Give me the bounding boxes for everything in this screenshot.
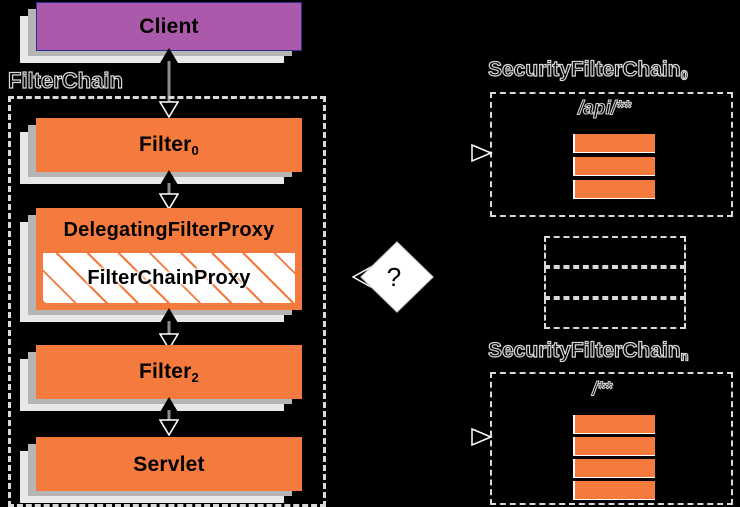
node-delegating-filter-proxy[interactable]: DelegatingFilterProxy FilterChainProxy	[20, 208, 302, 322]
node-filter-2[interactable]: Filter2	[20, 345, 302, 411]
security-chain-n-box	[490, 372, 733, 505]
chain0-bar-1[interactable]	[575, 157, 655, 175]
filter0-label: Filter0	[139, 134, 199, 157]
filter0-face: Filter0	[36, 118, 302, 172]
security-chain-n-pattern: /**	[591, 378, 613, 400]
filter-chain-proxy-label: FilterChainProxy	[87, 267, 251, 289]
servlet-face: Servlet	[36, 437, 302, 491]
client-face: Client	[36, 2, 302, 51]
security-chain-n-subscript: n	[680, 348, 689, 364]
security-chain-0-entry-arrow	[469, 140, 495, 171]
connector-stem	[167, 410, 171, 423]
arrow-up-solid-icon	[160, 48, 178, 63]
security-chain-0-pattern: /api/**	[577, 97, 631, 119]
node-servlet[interactable]: Servlet	[20, 437, 302, 503]
dfp-face: DelegatingFilterProxy FilterChainProxy	[36, 208, 302, 310]
connector-stem	[167, 61, 171, 105]
filterchain-group-title: FilterChain	[7, 67, 123, 93]
dfp-header: DelegatingFilterProxy	[37, 209, 301, 251]
filter-chain-proxy-box[interactable]: FilterChainProxy	[43, 253, 295, 303]
chainn-bar-1[interactable]	[575, 437, 655, 455]
security-chain-placeholder-row-1	[544, 267, 686, 298]
connector-client-filter0	[153, 48, 185, 119]
connector-stem	[167, 321, 171, 337]
filterchain-group-box	[8, 96, 326, 507]
security-chain-0-subscript: 0	[680, 67, 688, 83]
filter2-face: Filter2	[36, 345, 302, 399]
node-filter-0[interactable]: Filter0	[20, 118, 302, 184]
decision-diamond[interactable]: ?	[345, 238, 437, 316]
connector-proxy-filter2	[153, 308, 185, 351]
servlet-label: Servlet	[133, 452, 205, 476]
chain0-bar-2[interactable]	[575, 180, 655, 198]
arrow-up-solid-icon	[160, 170, 178, 185]
node-client[interactable]: Client	[20, 2, 302, 63]
security-chain-placeholder-row-0	[544, 236, 686, 267]
arrow-down-open-icon	[158, 419, 180, 441]
security-chain-n-entry-arrow	[469, 424, 495, 455]
connector-filter2-servlet	[153, 397, 185, 439]
dfp-label: DelegatingFilterProxy	[63, 219, 275, 241]
decision-label: ?	[386, 261, 402, 292]
chain0-bar-0[interactable]	[575, 134, 655, 152]
filter2-subscript: 2	[191, 369, 199, 385]
filter2-text: Filter	[139, 359, 192, 383]
arrow-down-open-icon	[158, 333, 180, 355]
dfp-inner: DelegatingFilterProxy FilterChainProxy	[37, 209, 301, 309]
security-chain-0-title: SecurityFilterChain0	[487, 57, 688, 83]
chainn-bar-2[interactable]	[575, 459, 655, 477]
filter0-text: Filter	[139, 132, 192, 156]
chainn-bar-0[interactable]	[575, 415, 655, 433]
arrow-down-open-icon	[158, 193, 180, 215]
connector-stem	[167, 183, 171, 197]
arrow-up-solid-icon	[160, 397, 178, 412]
security-chain-n-title: SecurityFilterChainn	[487, 338, 689, 364]
security-chain-placeholder-row-2	[544, 298, 686, 329]
chainn-bar-3[interactable]	[575, 481, 655, 499]
arrow-up-solid-icon	[160, 308, 178, 323]
arrow-down-open-icon	[158, 101, 180, 123]
client-label: Client	[139, 15, 199, 38]
filter2-label: Filter2	[139, 361, 199, 384]
filter0-subscript: 0	[191, 142, 199, 158]
connector-filter0-proxy	[153, 170, 185, 211]
security-chain-0-title-text: SecurityFilterChain	[487, 57, 681, 81]
security-chain-n-title-text: SecurityFilterChain	[487, 338, 681, 362]
security-chain-0-box	[490, 92, 733, 217]
